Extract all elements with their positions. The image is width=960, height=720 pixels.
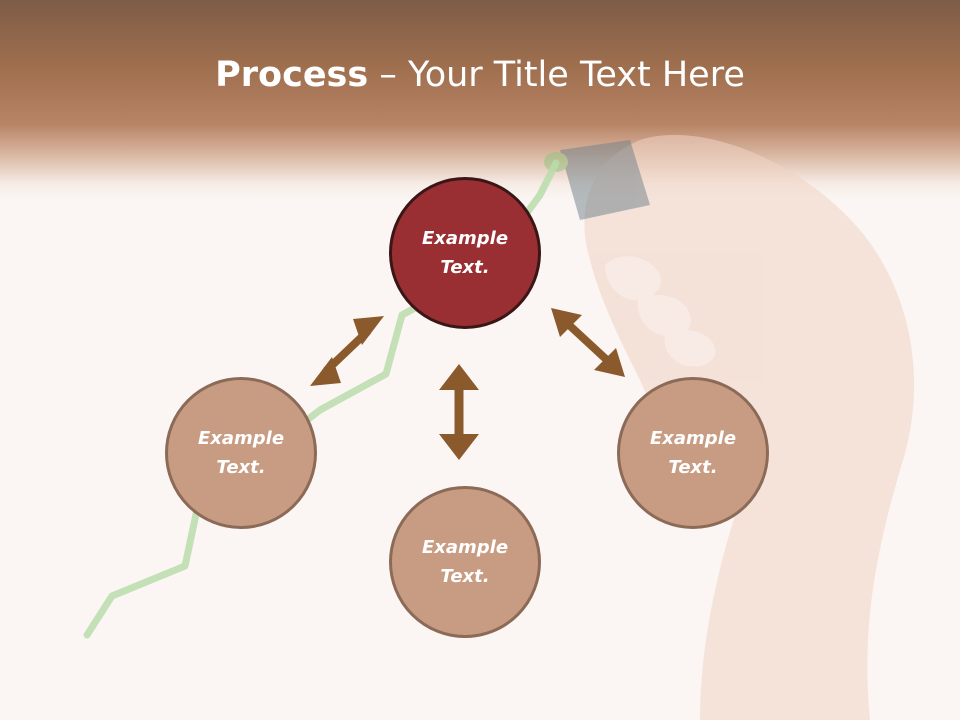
slide-title: Process – Your Title Text Here (0, 52, 960, 98)
arrow-vertical (439, 364, 479, 460)
circle-text-line2: Text. (216, 457, 266, 478)
arrow-top-left (310, 316, 384, 386)
header-band (0, 0, 960, 200)
arrow-top-right (551, 308, 625, 377)
process-circle-top: Example Text. (389, 177, 541, 329)
circle-text-line1: Example (421, 537, 509, 558)
process-circle-right: Example Text. (617, 377, 769, 529)
process-circle-bottom: Example Text. (389, 486, 541, 638)
title-rest: – Your Title Text Here (368, 55, 745, 95)
circle-text-line2: Text. (440, 566, 490, 587)
circle-text-line1: Example (197, 428, 285, 449)
circle-text-line1: Example (649, 428, 737, 449)
process-circle-left: Example Text. (165, 377, 317, 529)
circle-text-line2: Text. (440, 257, 490, 278)
circle-text-line2: Text. (668, 457, 718, 478)
circle-text-line1: Example (421, 228, 509, 249)
title-bold: Process (215, 55, 369, 95)
